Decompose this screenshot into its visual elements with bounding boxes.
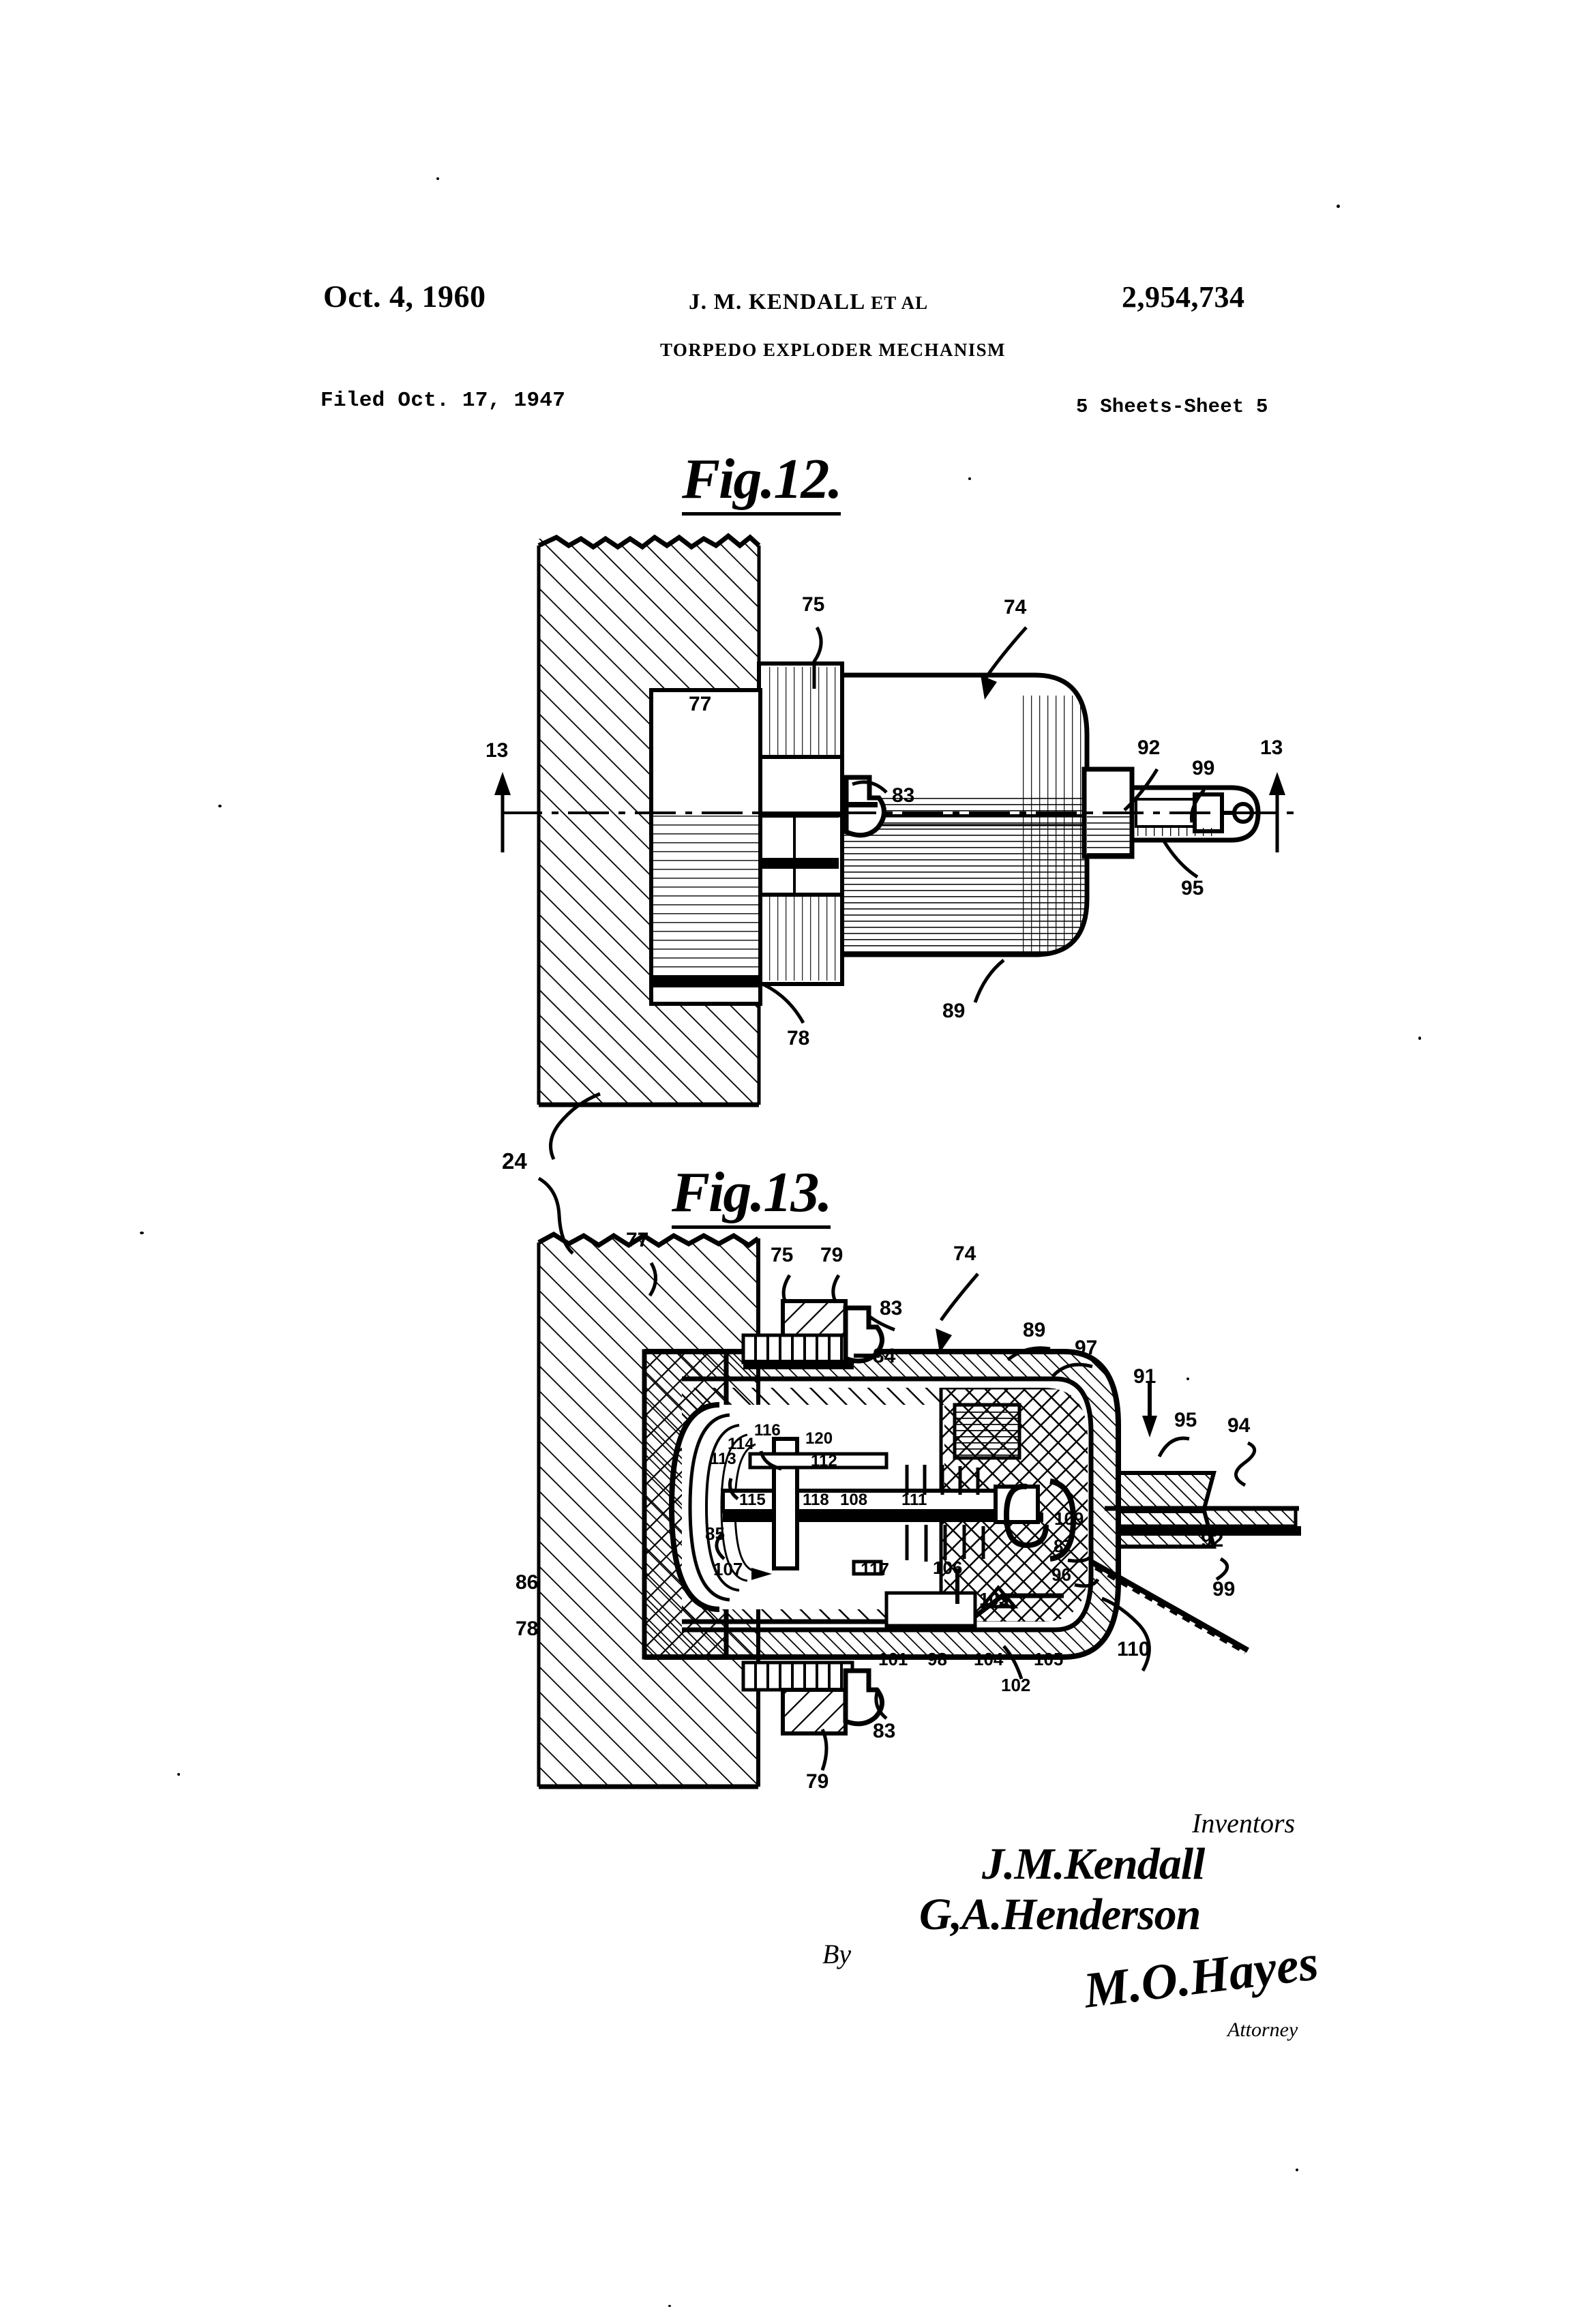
ref-95-fig13: 95 xyxy=(1174,1409,1197,1431)
ref-111-fig13: 111 xyxy=(901,1491,927,1509)
ref-103-fig13: 103 xyxy=(979,1589,1009,1609)
ref-112-fig13: 112 xyxy=(811,1452,837,1470)
ref-79-fig13-bottom: 79 xyxy=(806,1770,829,1793)
fig13-leader-lines xyxy=(537,1092,1256,1771)
ref-89-fig12: 89 xyxy=(942,1000,966,1022)
ref-75-fig13: 75 xyxy=(771,1244,794,1266)
ref-98-fig13: 98 xyxy=(927,1649,947,1669)
ref-92-fig12: 92 xyxy=(1137,736,1161,759)
fig12-plate-77 xyxy=(649,688,762,1006)
ref-107-fig13: 107 xyxy=(713,1559,743,1579)
ref-99-fig13: 99 xyxy=(1212,1578,1236,1600)
section-marker-13-right: 13 xyxy=(1260,736,1283,759)
scan-speck xyxy=(668,2305,671,2307)
ref-87-fig13: 87 xyxy=(1054,1536,1073,1556)
ref-105-fig13: 105 xyxy=(1034,1649,1064,1669)
issue-date: Oct. 4, 1960 xyxy=(323,279,486,314)
ref-89-fig13: 89 xyxy=(1023,1319,1046,1341)
scan-speck xyxy=(1418,1037,1421,1040)
inventor-header: J. M. KENDALL ET AL xyxy=(689,290,928,315)
ref-86-fig13: 86 xyxy=(516,1571,539,1594)
ref-102-fig13: 102 xyxy=(1001,1675,1031,1695)
ref-96-fig13: 96 xyxy=(1051,1564,1071,1585)
fig13-top-flange xyxy=(741,1299,884,1369)
fig12-section-arrow-right xyxy=(1269,772,1285,852)
scan-speck xyxy=(1186,1377,1189,1380)
fig13-mechanism xyxy=(721,1403,1077,1576)
fig12-section-arrow-left xyxy=(494,772,511,852)
ref-113-fig13: 113 xyxy=(710,1450,736,1468)
fig12-connector-assembly xyxy=(1081,766,1261,859)
fig13-connector xyxy=(1090,1382,1301,1654)
ref-78-fig13: 78 xyxy=(516,1618,539,1640)
ref-77-fig12: 77 xyxy=(689,693,712,715)
ref-104-fig13: 104 xyxy=(974,1649,1004,1669)
ref-110-fig13: 110 xyxy=(1117,1638,1150,1660)
scan-speck xyxy=(1337,205,1340,208)
ref-97-fig13: 97 xyxy=(1075,1337,1098,1359)
ref-74-fig13: 74 xyxy=(953,1242,976,1265)
ref-83-fig13-bottom: 83 xyxy=(873,1720,896,1742)
figure-13-title-text: Fig.13. xyxy=(672,1161,832,1229)
fig12-nut-83 xyxy=(844,775,886,838)
fig12-flange xyxy=(757,661,844,986)
ref-92-fig13: 92 xyxy=(1201,1529,1224,1551)
scan-speck xyxy=(218,805,222,807)
ref-95-fig12: 95 xyxy=(1181,877,1204,899)
ref-84-fig13: 84 xyxy=(873,1345,896,1367)
ref-78-fig12: 78 xyxy=(787,1027,810,1049)
ref-85-fig13: 85 xyxy=(705,1523,725,1544)
ref-117-fig13: 117 xyxy=(861,1559,889,1579)
attorney-label: Attorney xyxy=(1227,2018,1298,2041)
inventor-signature-1: J.M.Kendall xyxy=(982,1839,1205,1889)
figure-13-title: Fig.13. xyxy=(672,1159,832,1229)
ref-77-fig13: 77 xyxy=(626,1229,649,1251)
ref-94-fig13: 94 xyxy=(1227,1414,1251,1437)
scan-speck xyxy=(968,477,971,480)
ref-79-fig13-top: 79 xyxy=(820,1244,844,1266)
filing-date: Filed Oct. 17, 1947 xyxy=(320,389,566,413)
ref-99-fig12: 99 xyxy=(1192,757,1215,779)
inventor-signature-2: G,A.Henderson xyxy=(919,1890,1201,1939)
inventors-label: Inventors xyxy=(1192,1808,1296,1838)
scan-speck xyxy=(1296,2169,1298,2171)
fig13-leader-arrow-107 xyxy=(751,1568,772,1580)
fig12-leader-lines xyxy=(760,626,1206,1024)
ref-116-fig13: 116 xyxy=(754,1421,781,1440)
figure-12-title-text: Fig.12. xyxy=(682,447,842,516)
ref-74-fig12: 74 xyxy=(1004,596,1027,619)
ref-108-fig13: 108 xyxy=(840,1491,868,1509)
inventor-name-header: J. M. KENDALL xyxy=(689,290,865,314)
ref-114-fig13: 114 xyxy=(728,1435,754,1453)
by-label: By xyxy=(822,1939,852,1969)
ref-109-fig13: 109 xyxy=(1054,1508,1084,1529)
fig13-bottom-flange xyxy=(741,1660,884,1735)
ref-83-fig13-top: 83 xyxy=(880,1297,903,1320)
fig13-bottom-internals xyxy=(682,1568,1064,1628)
scan-speck xyxy=(177,1773,180,1776)
scan-speck xyxy=(140,1232,144,1234)
fig13-leader-arrow-74 xyxy=(936,1328,952,1353)
figure-12-title: Fig.12. xyxy=(682,446,842,516)
ref-83-fig12: 83 xyxy=(892,784,915,807)
etal-label: ET AL xyxy=(871,293,929,313)
fig12-leader-arrow-74 xyxy=(981,675,997,700)
ref-106-fig13: 106 xyxy=(933,1558,963,1578)
ref-24-fig13: 24 xyxy=(502,1148,527,1174)
ref-101-fig13: 101 xyxy=(878,1649,908,1669)
ref-91-fig13: 91 xyxy=(1133,1365,1156,1388)
patent-title: TORPEDO EXPLODER MECHANISM xyxy=(660,340,1006,360)
scan-speck xyxy=(436,177,439,180)
patent-number: 2,954,734 xyxy=(1122,280,1245,314)
ref-115-fig13: 115 xyxy=(739,1491,766,1509)
ref-120-fig13: 120 xyxy=(805,1429,833,1448)
section-marker-13-left: 13 xyxy=(486,739,509,762)
sheet-number: 5 Sheets-Sheet 5 xyxy=(1076,396,1268,418)
ref-75-fig12: 75 xyxy=(802,593,825,616)
ref-118-fig13: 118 xyxy=(803,1491,829,1509)
